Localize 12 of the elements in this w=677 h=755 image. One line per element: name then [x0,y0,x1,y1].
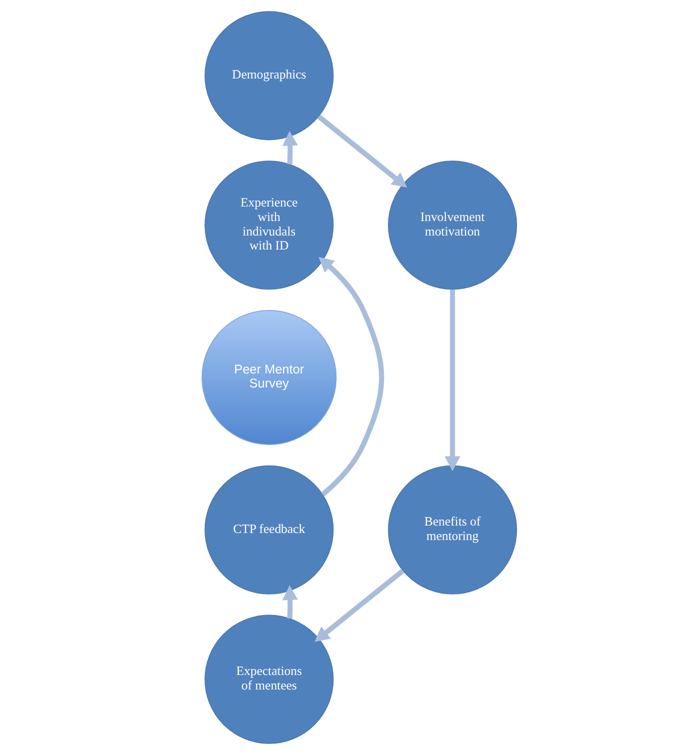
node-circle: Peer Mentor Survey [202,310,337,445]
node-circle: Benefits of mentoring [388,465,518,594]
node-circle: Involvement motivation [388,160,518,290]
arrow [444,290,460,472]
node-circle: CTP feedback [204,465,334,594]
arrow [317,114,408,188]
arrow [282,130,298,164]
arrow [314,568,404,642]
node-circle: Demographics [204,11,334,140]
arrow [318,256,384,496]
node-circle: Expectations of mentees [204,614,334,744]
arrow [282,585,298,619]
